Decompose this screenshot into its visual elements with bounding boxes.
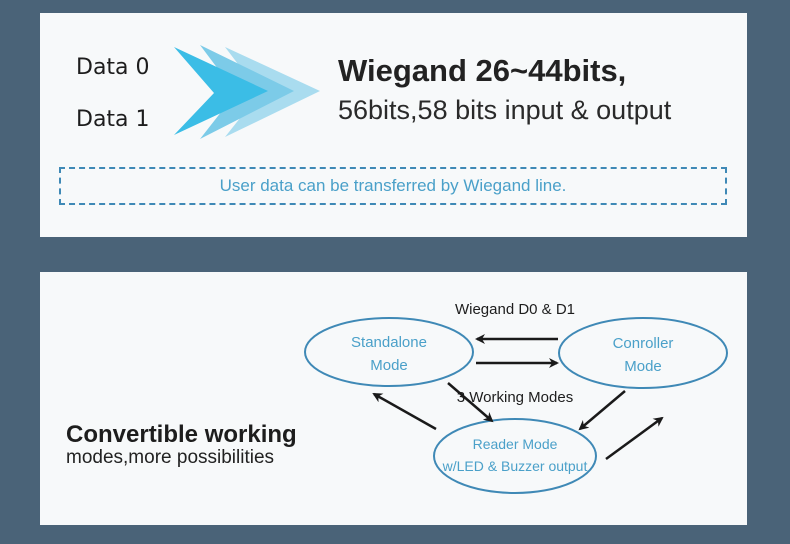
arrow-reader-to-standalone: [372, 392, 437, 431]
chevron-1: [174, 47, 268, 135]
wiegand-panel: Data 0 Data 1 Wiegand 26~44bits, 56bits,…: [40, 13, 747, 237]
data-0-label: Data 0: [76, 55, 150, 80]
standalone-mode-line2: Mode: [370, 357, 408, 374]
triple-chevron-arrow-icon: [174, 45, 320, 139]
arrow-controller-to-reader: [578, 390, 626, 431]
controller-mode-line2: Mode: [624, 358, 662, 375]
modes-subheading: modes,more possibilities: [66, 447, 275, 468]
reader-mode-node: [433, 418, 597, 494]
data-1-label: Data 1: [76, 107, 150, 132]
controller-mode-line1: Conroller: [613, 335, 674, 352]
three-working-modes-label: 3 Working Modes: [457, 389, 573, 406]
modes-heading: Convertible working: [66, 421, 297, 448]
controller-mode-node: [558, 317, 728, 389]
arrow-reader-to-controller: [605, 416, 664, 461]
modes-diagram: Wiegand D0 & D1 Standalone Mode Conrolle…: [304, 301, 728, 494]
working-modes-panel: Convertible working modes,more possibili…: [40, 272, 747, 525]
arrow-standalone-to-reader: [447, 382, 494, 423]
wiegand-note: User data can be transferred by Wiegand …: [219, 176, 567, 195]
standalone-mode-line1: Standalone: [351, 334, 427, 351]
wiegand-title: Wiegand 26~44bits,: [338, 53, 627, 88]
reader-mode-line2: w/LED & Buzzer output: [442, 458, 588, 474]
wiegand-d0-d1-label: Wiegand D0 & D1: [455, 301, 575, 318]
reader-mode-line1: Reader Mode: [473, 436, 558, 452]
standalone-mode-node: [304, 317, 474, 387]
wiegand-note-box: User data can be transferred by Wiegand …: [59, 167, 727, 205]
wiegand-subtitle: 56bits,58 bits input & output: [338, 95, 672, 125]
